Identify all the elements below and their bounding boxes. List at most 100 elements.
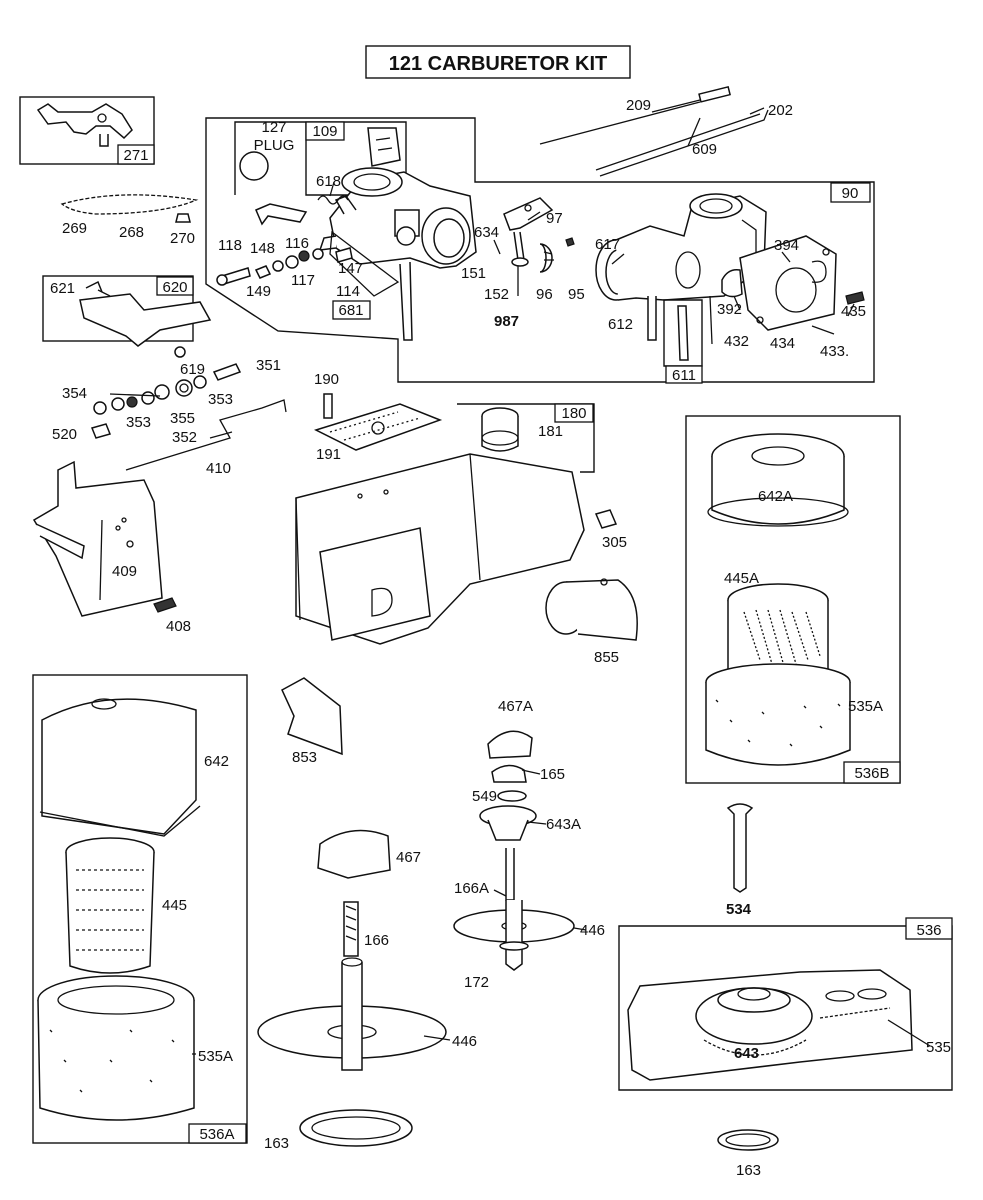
callout-619: 619 xyxy=(180,361,205,378)
tag-536A xyxy=(188,1123,247,1144)
pre-cleaner-535A-left xyxy=(37,975,195,1121)
callout-116: 116 xyxy=(285,235,309,252)
nut-467A xyxy=(487,730,533,759)
tag-536B-label: 536B xyxy=(854,765,889,782)
float-needle-assembly xyxy=(493,197,575,296)
tag-536-label: 536 xyxy=(916,922,941,939)
tag-271 xyxy=(117,144,155,165)
callout-445: 445 xyxy=(162,897,187,914)
callout-445A: 445A xyxy=(724,570,759,587)
callout-354: 354 xyxy=(62,385,87,402)
callout-394: 394 xyxy=(774,237,799,254)
washer-549 xyxy=(497,790,527,802)
callout-987: 987 xyxy=(494,313,519,330)
tag-620-label: 620 xyxy=(162,279,187,296)
callout-118: 118 xyxy=(218,237,242,254)
callout-621: 621 xyxy=(50,280,75,297)
idle-screw-assembly xyxy=(216,247,353,286)
gasket-191 xyxy=(313,403,443,451)
callout-467A: 467A xyxy=(498,698,533,715)
group-90-frame xyxy=(205,117,875,383)
tag-536B xyxy=(843,761,901,784)
callout-534: 534 xyxy=(726,901,752,918)
tag-109-label: 109 xyxy=(312,123,337,140)
control-plate-409 xyxy=(32,460,163,617)
callout-642A: 642A xyxy=(758,488,793,505)
screw-190 xyxy=(323,393,333,419)
tag-90 xyxy=(830,182,871,203)
callout-151: 151 xyxy=(461,265,486,282)
callout-549: 549 xyxy=(472,788,497,805)
callout-268: 268 xyxy=(119,224,144,241)
gasket-plate xyxy=(329,230,400,297)
elbow-855 xyxy=(545,578,638,641)
gasket-163-left xyxy=(299,1109,413,1147)
control-bracket-619 xyxy=(79,280,212,358)
stud-166 xyxy=(343,901,359,957)
float-bowl-small xyxy=(367,127,401,167)
callout-433: 433. xyxy=(820,343,849,360)
callout-166A: 166A xyxy=(454,880,489,897)
screw-435 xyxy=(845,291,865,305)
callout-618: 618 xyxy=(316,173,341,190)
base-plate-446-large xyxy=(257,957,447,1071)
callout-163-right: 163 xyxy=(736,1162,761,1179)
callout-163-left: 163 xyxy=(264,1135,289,1152)
spring-618 xyxy=(255,195,349,226)
callout-409: 409 xyxy=(112,563,137,580)
tag-611-label: 611 xyxy=(672,367,696,384)
callout-269: 269 xyxy=(62,220,87,237)
governor-link-410 xyxy=(125,399,287,471)
callout-152: 152 xyxy=(484,286,509,303)
callout-96: 96 xyxy=(536,286,553,303)
bolt-172 xyxy=(499,900,529,971)
tag-611 xyxy=(665,365,703,384)
callout-181: 181 xyxy=(538,423,563,440)
callout-467: 467 xyxy=(396,849,421,866)
fuel-tube-611 xyxy=(677,305,689,361)
linkage-rods xyxy=(539,85,769,177)
callout-617: 617 xyxy=(595,236,620,253)
callout-434: 434 xyxy=(770,335,795,352)
callout-535: 535 xyxy=(926,1039,951,1056)
callout-165: 165 xyxy=(540,766,565,783)
plug-label: PLUG xyxy=(254,137,295,154)
callout-446-small: 446 xyxy=(580,922,605,939)
callout-520: 520 xyxy=(52,426,77,443)
air-cleaner-536 xyxy=(627,969,913,1081)
gasket-163-right xyxy=(717,1129,779,1151)
filter-cover-642 xyxy=(39,698,201,837)
tag-681-label: 681 xyxy=(338,302,363,319)
callout-352: 352 xyxy=(172,429,197,446)
group-536B-frame xyxy=(685,415,901,784)
callout-166: 166 xyxy=(364,932,389,949)
callout-305: 305 xyxy=(602,534,627,551)
callout-634: 634 xyxy=(474,224,499,241)
callout-149: 149 xyxy=(246,283,271,300)
callout-535A-left: 535A xyxy=(198,1048,233,1065)
callout-642: 642 xyxy=(204,753,229,770)
diaphragm-cover-394 xyxy=(739,235,837,331)
throttle-lever xyxy=(36,103,133,147)
pin-433 xyxy=(811,325,835,335)
callout-609: 609 xyxy=(692,141,717,158)
tag-620 xyxy=(156,276,194,296)
callout-351: 351 xyxy=(256,357,281,374)
fuel-tank xyxy=(295,407,585,645)
bolt-534 xyxy=(726,803,754,893)
carburetor-body xyxy=(318,167,477,341)
callout-355: 355 xyxy=(170,410,195,427)
callout-172: 172 xyxy=(464,974,489,991)
callout-643: 643 xyxy=(734,1045,759,1062)
governor-spring-wire xyxy=(60,194,199,223)
callout-95: 95 xyxy=(568,286,585,303)
clip-853 xyxy=(281,677,343,756)
callout-392: 392 xyxy=(717,301,742,318)
callout-408: 408 xyxy=(166,618,191,635)
gasket-392 xyxy=(721,268,743,298)
callout-117: 117 xyxy=(291,272,315,289)
callout-353-b: 353 xyxy=(126,414,151,431)
callout-148: 148 xyxy=(250,240,275,257)
